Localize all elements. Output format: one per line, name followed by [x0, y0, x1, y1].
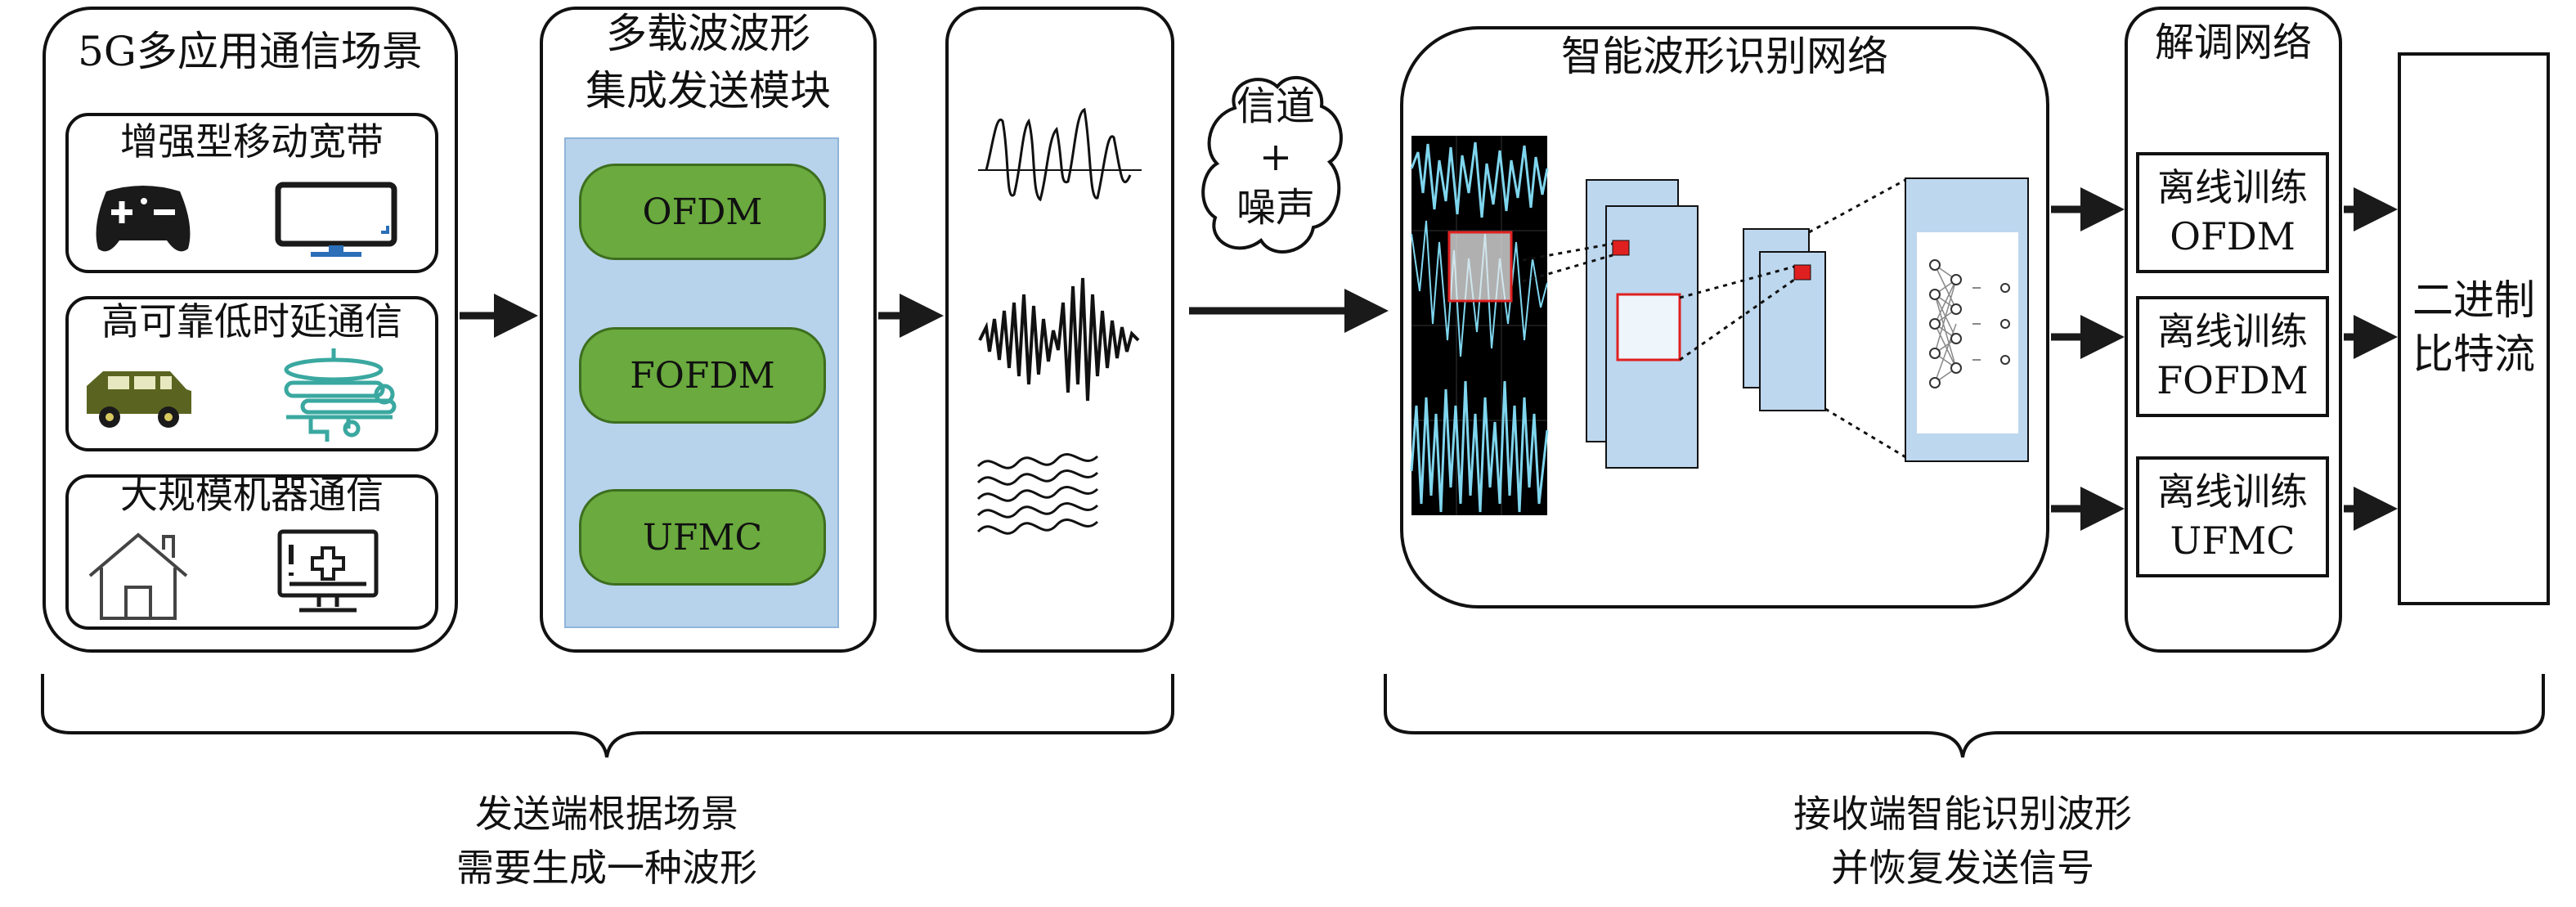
channel-cloud-icon	[1201, 75, 1343, 254]
scenario-title: 5G多应用通信场景	[78, 28, 423, 75]
demod-module-ofdm-line1: 离线训练	[2157, 165, 2308, 210]
waveform-fofdm: FOFDM	[579, 327, 826, 424]
scenario-embb-label: 增强型移动宽带	[120, 119, 384, 164]
fofdm-waveform-sketch	[978, 277, 1140, 402]
caption-transmitter-line2: 需要生成一种波形	[456, 846, 757, 890]
transmitter-title-line1: 多载波波形	[606, 10, 810, 57]
demod-module-fofdm-line2: FOFDM	[2156, 358, 2309, 402]
demod-module-ufmc: 离线训练 UFMC	[2136, 456, 2329, 577]
brace-transmitter-side	[41, 674, 1174, 758]
caption-receiver-line2: 并恢复发送信号	[1831, 846, 2094, 890]
waveform-ofdm: OFDM	[579, 164, 826, 260]
channel-label-line2: +	[1259, 134, 1293, 180]
scenario-urllc-label: 高可靠低时延通信	[101, 299, 402, 343]
channel-label-line3: 噪声	[1236, 185, 1315, 231]
cnn-layers-diagram	[1522, 177, 2029, 469]
demod-module-ofdm-line2: OFDM	[2170, 214, 2296, 258]
output-line2: 比特流	[2412, 330, 2535, 378]
demodulation-title: 解调网络	[2154, 20, 2312, 65]
monitor-icon	[275, 182, 397, 257]
channel-label-line1: 信道	[1236, 83, 1315, 129]
gamepad-icon	[96, 186, 191, 252]
demod-module-ufmc-line2: UFMC	[2170, 519, 2296, 563]
ofdm-waveform-sketch	[978, 107, 1142, 202]
recognition-title: 智能波形识别网络	[1561, 33, 1888, 80]
medical-monitor-icon	[277, 529, 379, 613]
signal-spectrogram-image	[1410, 136, 1549, 515]
demod-module-fofdm: 离线训练 FOFDM	[2136, 296, 2329, 417]
house-icon	[88, 532, 188, 620]
car-icon	[87, 371, 191, 428]
scenario-mmtc-label: 大规模机器通信	[120, 473, 384, 517]
vehicle-network-icon	[284, 348, 397, 442]
waveform-ufmc: UFMC	[579, 489, 826, 586]
transmitter-title-line2: 集成发送模块	[586, 67, 831, 114]
ufmc-waveform-sketch	[976, 453, 1099, 535]
brace-receiver-side	[1384, 674, 2545, 758]
output-panel	[2398, 52, 2550, 605]
demod-module-ufmc-line1: 离线训练	[2157, 469, 2308, 514]
demod-module-fofdm-line1: 离线训练	[2157, 309, 2308, 354]
output-line1: 二进制	[2412, 276, 2535, 324]
caption-transmitter-line1: 发送端根据场景	[475, 792, 738, 836]
caption-receiver-line1: 接收端智能识别波形	[1793, 792, 2132, 836]
demod-module-ofdm: 离线训练 OFDM	[2136, 152, 2329, 273]
